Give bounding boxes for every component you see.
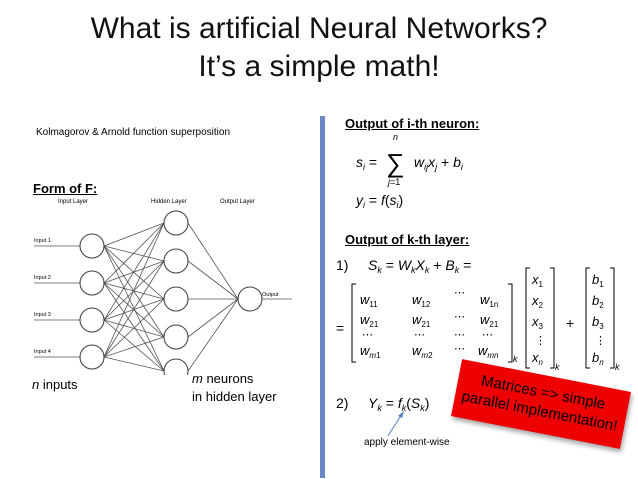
- equation-1-number: 1): [336, 257, 348, 273]
- connection-line: [103, 245, 165, 300]
- connection-line: [187, 260, 239, 300]
- svg-text:w21: w21: [360, 312, 379, 329]
- equation-2-number: 2): [336, 395, 348, 411]
- svg-text:n: n: [393, 134, 398, 142]
- svg-text:x3: x3: [531, 314, 544, 331]
- neurons-line2: in hidden layer: [192, 389, 277, 404]
- svg-text:b2: b2: [592, 293, 604, 310]
- form-of-f-label: Form of F:: [33, 181, 98, 196]
- svg-text:w12: w12: [412, 292, 431, 309]
- input-neuron: [79, 233, 105, 259]
- output-neuron: [237, 286, 263, 312]
- activation-equation: 2) Yk = fk(Sk): [336, 395, 429, 437]
- svg-text:j=1: j=1: [387, 177, 400, 187]
- layer-output-heading: Output of k-th layer:: [345, 232, 470, 247]
- network-connections: [34, 222, 292, 372]
- apply-arrow: [387, 413, 403, 437]
- neurons-text: neurons: [202, 371, 254, 386]
- hidden-neuron: [163, 358, 189, 375]
- kolmogorov-label: Kolmagorov & Arnold function superpositi…: [36, 127, 231, 138]
- input-neuron: [79, 270, 105, 296]
- svg-text:⋯: ⋯: [362, 329, 373, 341]
- svg-text:w1n: w1n: [480, 292, 498, 309]
- connection-line: [103, 319, 165, 372]
- svg-text:x1: x1: [531, 272, 544, 289]
- connection-line: [103, 282, 165, 338]
- layer-equation: 1) Sk = WkXk + Bk = = w11 w12 ⋯ w1n w21 …: [336, 257, 620, 372]
- connection-line: [103, 298, 165, 358]
- svg-text:k: k: [513, 354, 518, 364]
- svg-text:⋮: ⋮: [595, 335, 606, 347]
- svg-text:w11: w11: [360, 292, 378, 309]
- apply-element-wise-label: apply element-wise: [364, 437, 450, 448]
- connection-line: [187, 222, 239, 300]
- svg-text:⋯: ⋯: [454, 287, 465, 299]
- svg-text:yi = f(si): yi = f(si): [355, 192, 403, 210]
- input-3-label: Input 3: [34, 312, 51, 318]
- connection-line: [187, 298, 239, 338]
- slide-title-line1: What is artificial Neural Networks?: [90, 12, 548, 45]
- svg-text:b3: b3: [592, 314, 604, 331]
- connection-line: [187, 298, 239, 372]
- output-label: Output: [262, 292, 279, 298]
- svg-text:⋯: ⋯: [454, 329, 465, 341]
- connection-line: [103, 222, 165, 247]
- svg-text:⋯: ⋯: [454, 311, 465, 323]
- arrow-head-icon: [398, 411, 404, 418]
- svg-text:si =: si =: [356, 154, 377, 172]
- neurons-variable: m: [192, 371, 203, 386]
- output-layer-label: Output Layer: [220, 199, 255, 205]
- svg-text:=: =: [336, 320, 344, 336]
- svg-text:⋮: ⋮: [535, 335, 546, 347]
- svg-text:wijxj + bi: wijxj + bi: [414, 154, 464, 172]
- svg-text:w21: w21: [412, 312, 431, 329]
- svg-text:⋯: ⋯: [414, 329, 425, 341]
- svg-text:⋯: ⋯: [482, 329, 493, 341]
- svg-text:bn: bn: [592, 350, 604, 367]
- svg-text:k: k: [615, 362, 620, 372]
- input-1-label: Input 1: [34, 238, 51, 244]
- connection-line: [103, 245, 165, 338]
- hidden-neuron: [163, 324, 189, 350]
- svg-text:wm2: wm2: [412, 343, 433, 360]
- input-neuron: [79, 344, 105, 370]
- svg-text:∑: ∑: [386, 148, 405, 178]
- input-layer-label: Input Layer: [58, 199, 88, 205]
- n-inputs-label: n inputs: [32, 377, 78, 392]
- svg-text:xn: xn: [531, 350, 544, 367]
- svg-text:+: +: [566, 315, 574, 331]
- svg-text:x2: x2: [531, 293, 544, 310]
- svg-text:w21: w21: [480, 312, 499, 329]
- inputs-text: inputs: [39, 377, 78, 392]
- svg-text:Sk = WkXk + Bk =: Sk = WkXk + Bk =: [368, 257, 471, 275]
- m-neurons-label: m neurons in hidden layer: [192, 370, 277, 406]
- neural-network-diagram: Input Layer Hidden Layer Output Layer In…: [34, 199, 292, 375]
- svg-text:Yk = fk(Sk): Yk = fk(Sk): [368, 395, 429, 413]
- slide-title-line2: It’s a simple math!: [198, 50, 440, 83]
- svg-text:wmn: wmn: [478, 343, 499, 360]
- connection-line: [103, 222, 165, 358]
- connection-line: [103, 282, 165, 372]
- input-neuron: [79, 307, 105, 333]
- connection-line: [103, 222, 165, 321]
- inputs-variable: n: [32, 377, 40, 392]
- input-4-label: Input 4: [34, 349, 51, 355]
- svg-text:⋯: ⋯: [454, 343, 465, 355]
- vertical-divider: [320, 116, 325, 478]
- svg-text:wm1: wm1: [360, 343, 381, 360]
- connection-line: [103, 222, 165, 284]
- hidden-neuron: [163, 248, 189, 274]
- neuron-equations: si = n ∑ j=1 wijxj + bi yi = f(si): [355, 134, 464, 210]
- hidden-neuron: [163, 210, 189, 236]
- hidden-neuron: [163, 286, 189, 312]
- svg-text:k: k: [555, 362, 560, 372]
- connection-line: [103, 356, 165, 372]
- neuron-output-heading: Output of i-th neuron:: [345, 116, 480, 131]
- input-2-label: Input 2: [34, 275, 51, 281]
- connection-line: [103, 336, 165, 358]
- hidden-layer-label: Hidden Layer: [151, 199, 187, 205]
- connection-line: [103, 260, 165, 358]
- svg-text:b1: b1: [592, 272, 604, 289]
